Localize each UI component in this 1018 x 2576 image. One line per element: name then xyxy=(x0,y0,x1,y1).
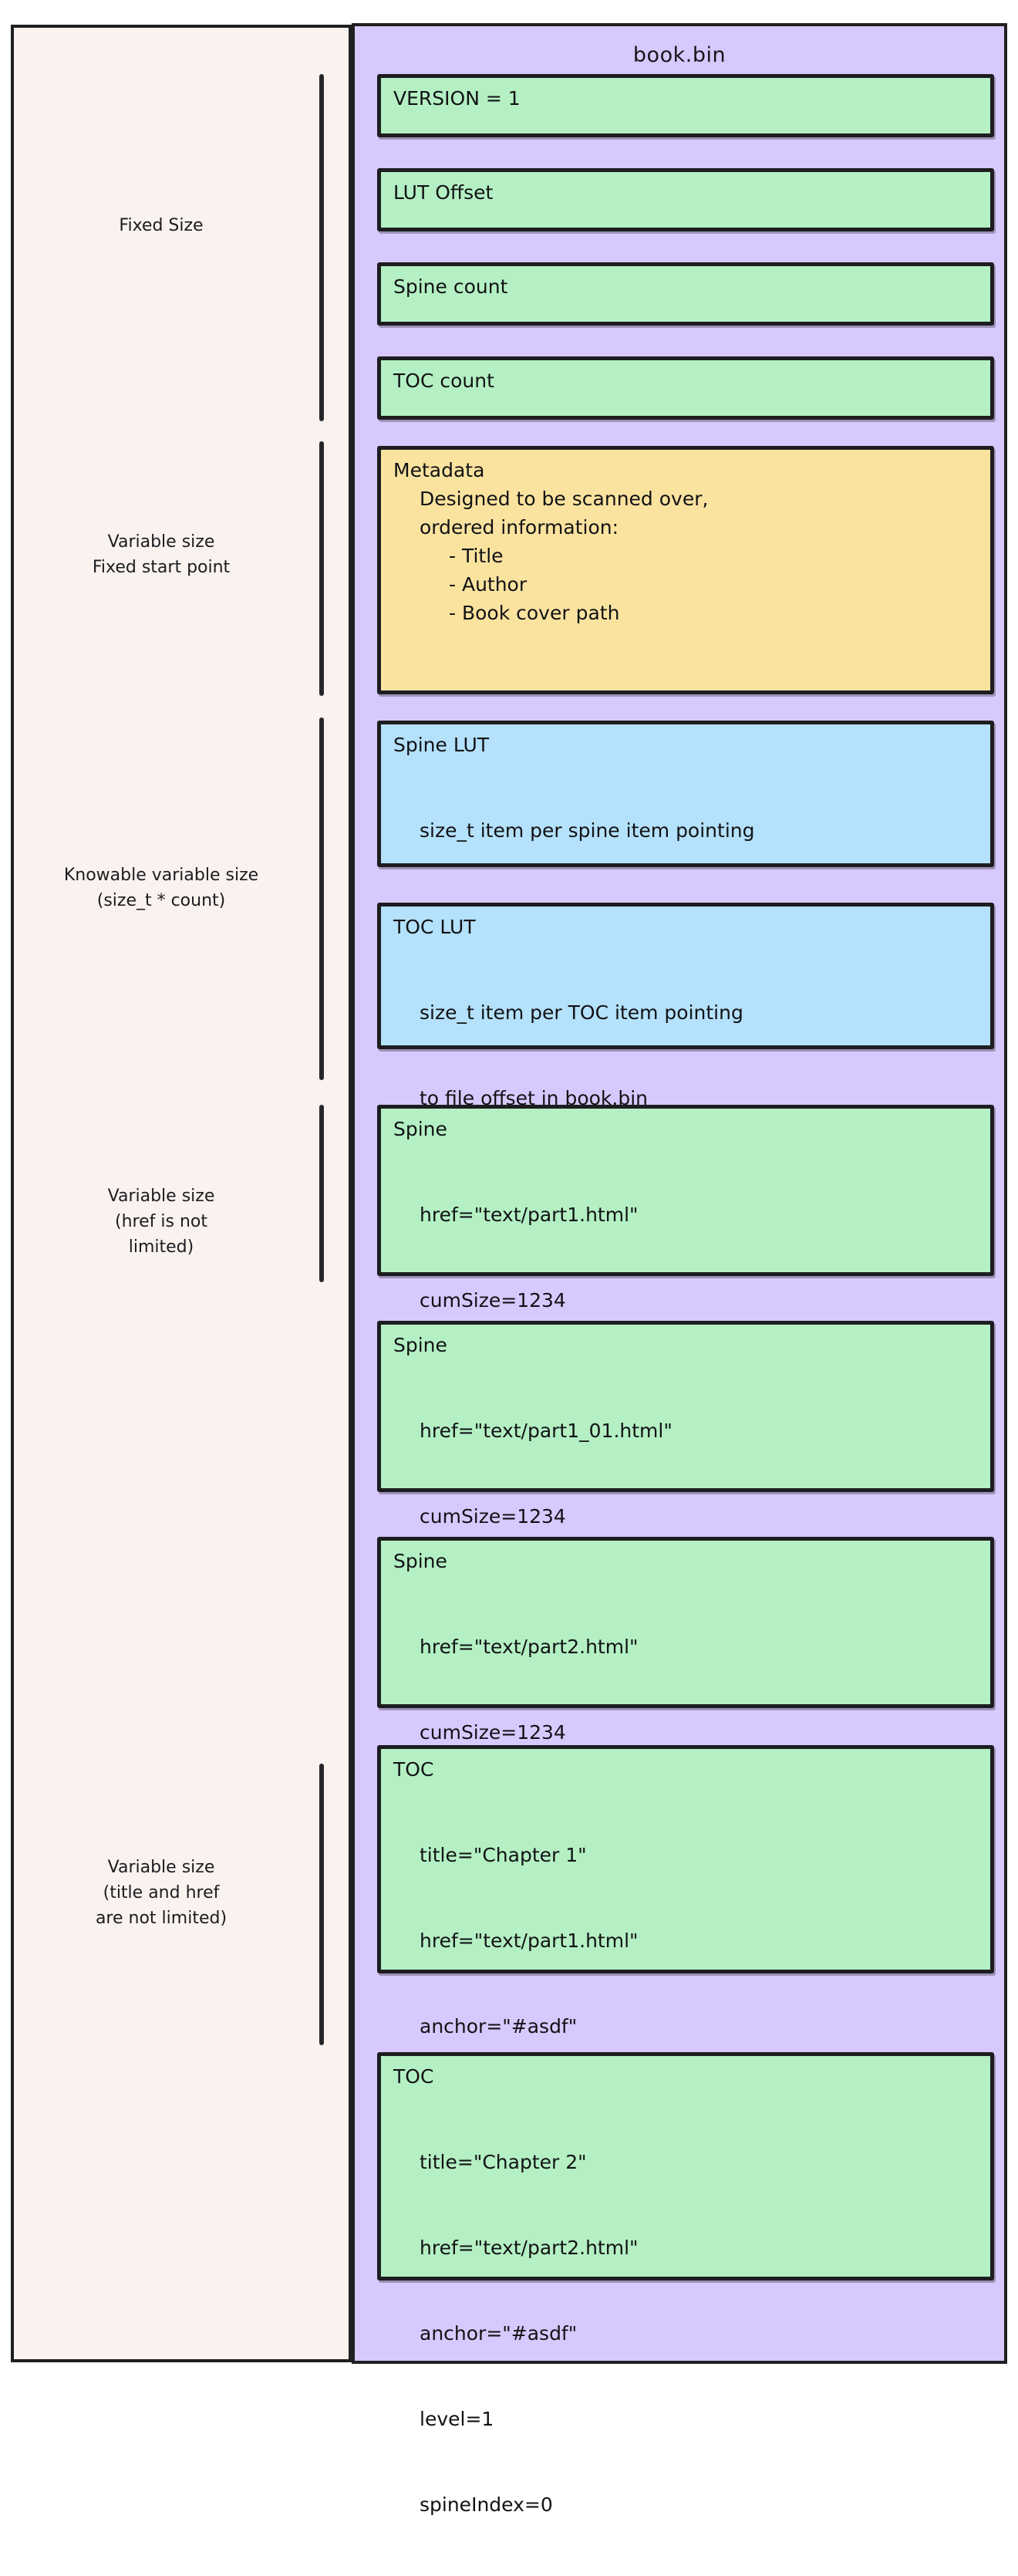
bracket-variable-title-href xyxy=(319,1764,324,2045)
field-line: anchor="#asdf" xyxy=(420,2015,578,2038)
field-line: href="text/part2.html" xyxy=(420,2237,639,2259)
field-line: spineIndex=0 xyxy=(420,2493,553,2516)
field-box-title: TOC xyxy=(393,2065,434,2088)
field-line: level=1 xyxy=(420,2408,494,2430)
field-box-title: LUT Offset xyxy=(393,181,494,204)
field-box-title: VERSION = 1 xyxy=(393,87,521,110)
page-title: book.bin xyxy=(632,43,726,67)
field-box-title: Spine count xyxy=(393,275,508,298)
field-box-lines: size_t item per TOC item pointing to fil… xyxy=(393,941,978,1170)
field-box-title: TOC count xyxy=(393,370,494,392)
field-box-spine-1[interactable]: Spine href="text/part1.html" cumSize=123… xyxy=(377,1105,994,1397)
field-line: size_t item per TOC item pointing xyxy=(420,1001,743,1024)
field-line: anchor="#asdf" xyxy=(420,2322,578,2345)
field-box-title: Spine xyxy=(393,1118,447,1140)
bracket-variable-fixed-start xyxy=(319,441,324,696)
annotations-panel: Fixed Size Variable size Fixed start poi… xyxy=(11,25,352,2362)
group-label-variable-title-href: Variable size (title and href are not li… xyxy=(95,1858,228,1928)
field-box-toc-2[interactable]: TOC title="Chapter 2" href="text/part2.h… xyxy=(377,2052,994,2516)
field-box-sub: Designed to be scanned over, ordered inf… xyxy=(420,488,709,538)
field-box-title: Spine LUT xyxy=(393,734,490,756)
field-line: cumSize=1234 xyxy=(420,1505,566,1528)
field-box-spine-2[interactable]: Spine href="text/part1_01.html" cumSize=… xyxy=(377,1321,994,1613)
group-label-variable-fixed-start: Variable size Fixed start point xyxy=(92,532,231,577)
field-line: href="text/part2.html" xyxy=(420,1636,639,1658)
file-format-diagram: Fixed Size Variable size Fixed start poi… xyxy=(11,23,1007,2516)
field-line: href="text/part1.html" xyxy=(420,1929,639,1952)
field-box-lut-offset[interactable]: LUT Offset xyxy=(377,168,994,231)
group-label-knowable-variable-size: Knowable variable size (size_t * count) xyxy=(63,866,259,910)
field-box-spine-lut[interactable]: Spine LUT size_t item per spine item poi… xyxy=(377,721,994,927)
field-box-title: TOC xyxy=(393,1758,434,1781)
bracket-knowable-variable-size xyxy=(319,717,324,1080)
field-box-title: Spine xyxy=(393,1550,447,1572)
field-line: href="text/part1.html" xyxy=(420,1204,639,1226)
field-box-title: Metadata xyxy=(393,459,485,481)
field-line: href="text/part1_01.html" xyxy=(420,1420,672,1442)
field-box-sublist: - Title - Author - Book cover path xyxy=(449,545,620,624)
field-box-lines: title="Chapter 2" href="text/part2.html"… xyxy=(393,2091,978,2576)
field-box-toc-lut[interactable]: TOC LUT size_t item per TOC item pointin… xyxy=(377,903,994,1109)
field-box-spine-3[interactable]: Spine href="text/part2.html" cumSize=123… xyxy=(377,1537,994,1829)
group-label-fixed-size: Fixed Size xyxy=(119,216,204,235)
field-box-toc-count[interactable]: TOC count xyxy=(377,356,994,420)
bracket-variable-href xyxy=(319,1105,324,1282)
field-line: title="Chapter 2" xyxy=(420,2151,587,2173)
field-box-metadata[interactable]: Metadata Designed to be scanned over, or… xyxy=(377,446,994,694)
field-box-lines: title="Chapter 1" href="text/part1.html"… xyxy=(393,1784,978,2269)
field-line: size_t item per spine item pointing xyxy=(420,819,755,842)
field-box-version[interactable]: VERSION = 1 xyxy=(377,74,994,137)
field-line: cumSize=1234 xyxy=(420,1289,566,1312)
field-box-spine-count[interactable]: Spine count xyxy=(377,262,994,326)
field-line: cumSize=1234 xyxy=(420,1721,566,1744)
field-box-title: TOC LUT xyxy=(393,916,476,938)
bracket-fixed-size xyxy=(319,74,324,421)
field-box-toc-1[interactable]: TOC title="Chapter 1" href="text/part1.h… xyxy=(377,1745,994,2209)
field-box-title: Spine xyxy=(393,1334,447,1356)
group-label-variable-href: Variable size (href is not limited) xyxy=(107,1187,215,1257)
field-line: title="Chapter 1" xyxy=(420,1844,587,1866)
